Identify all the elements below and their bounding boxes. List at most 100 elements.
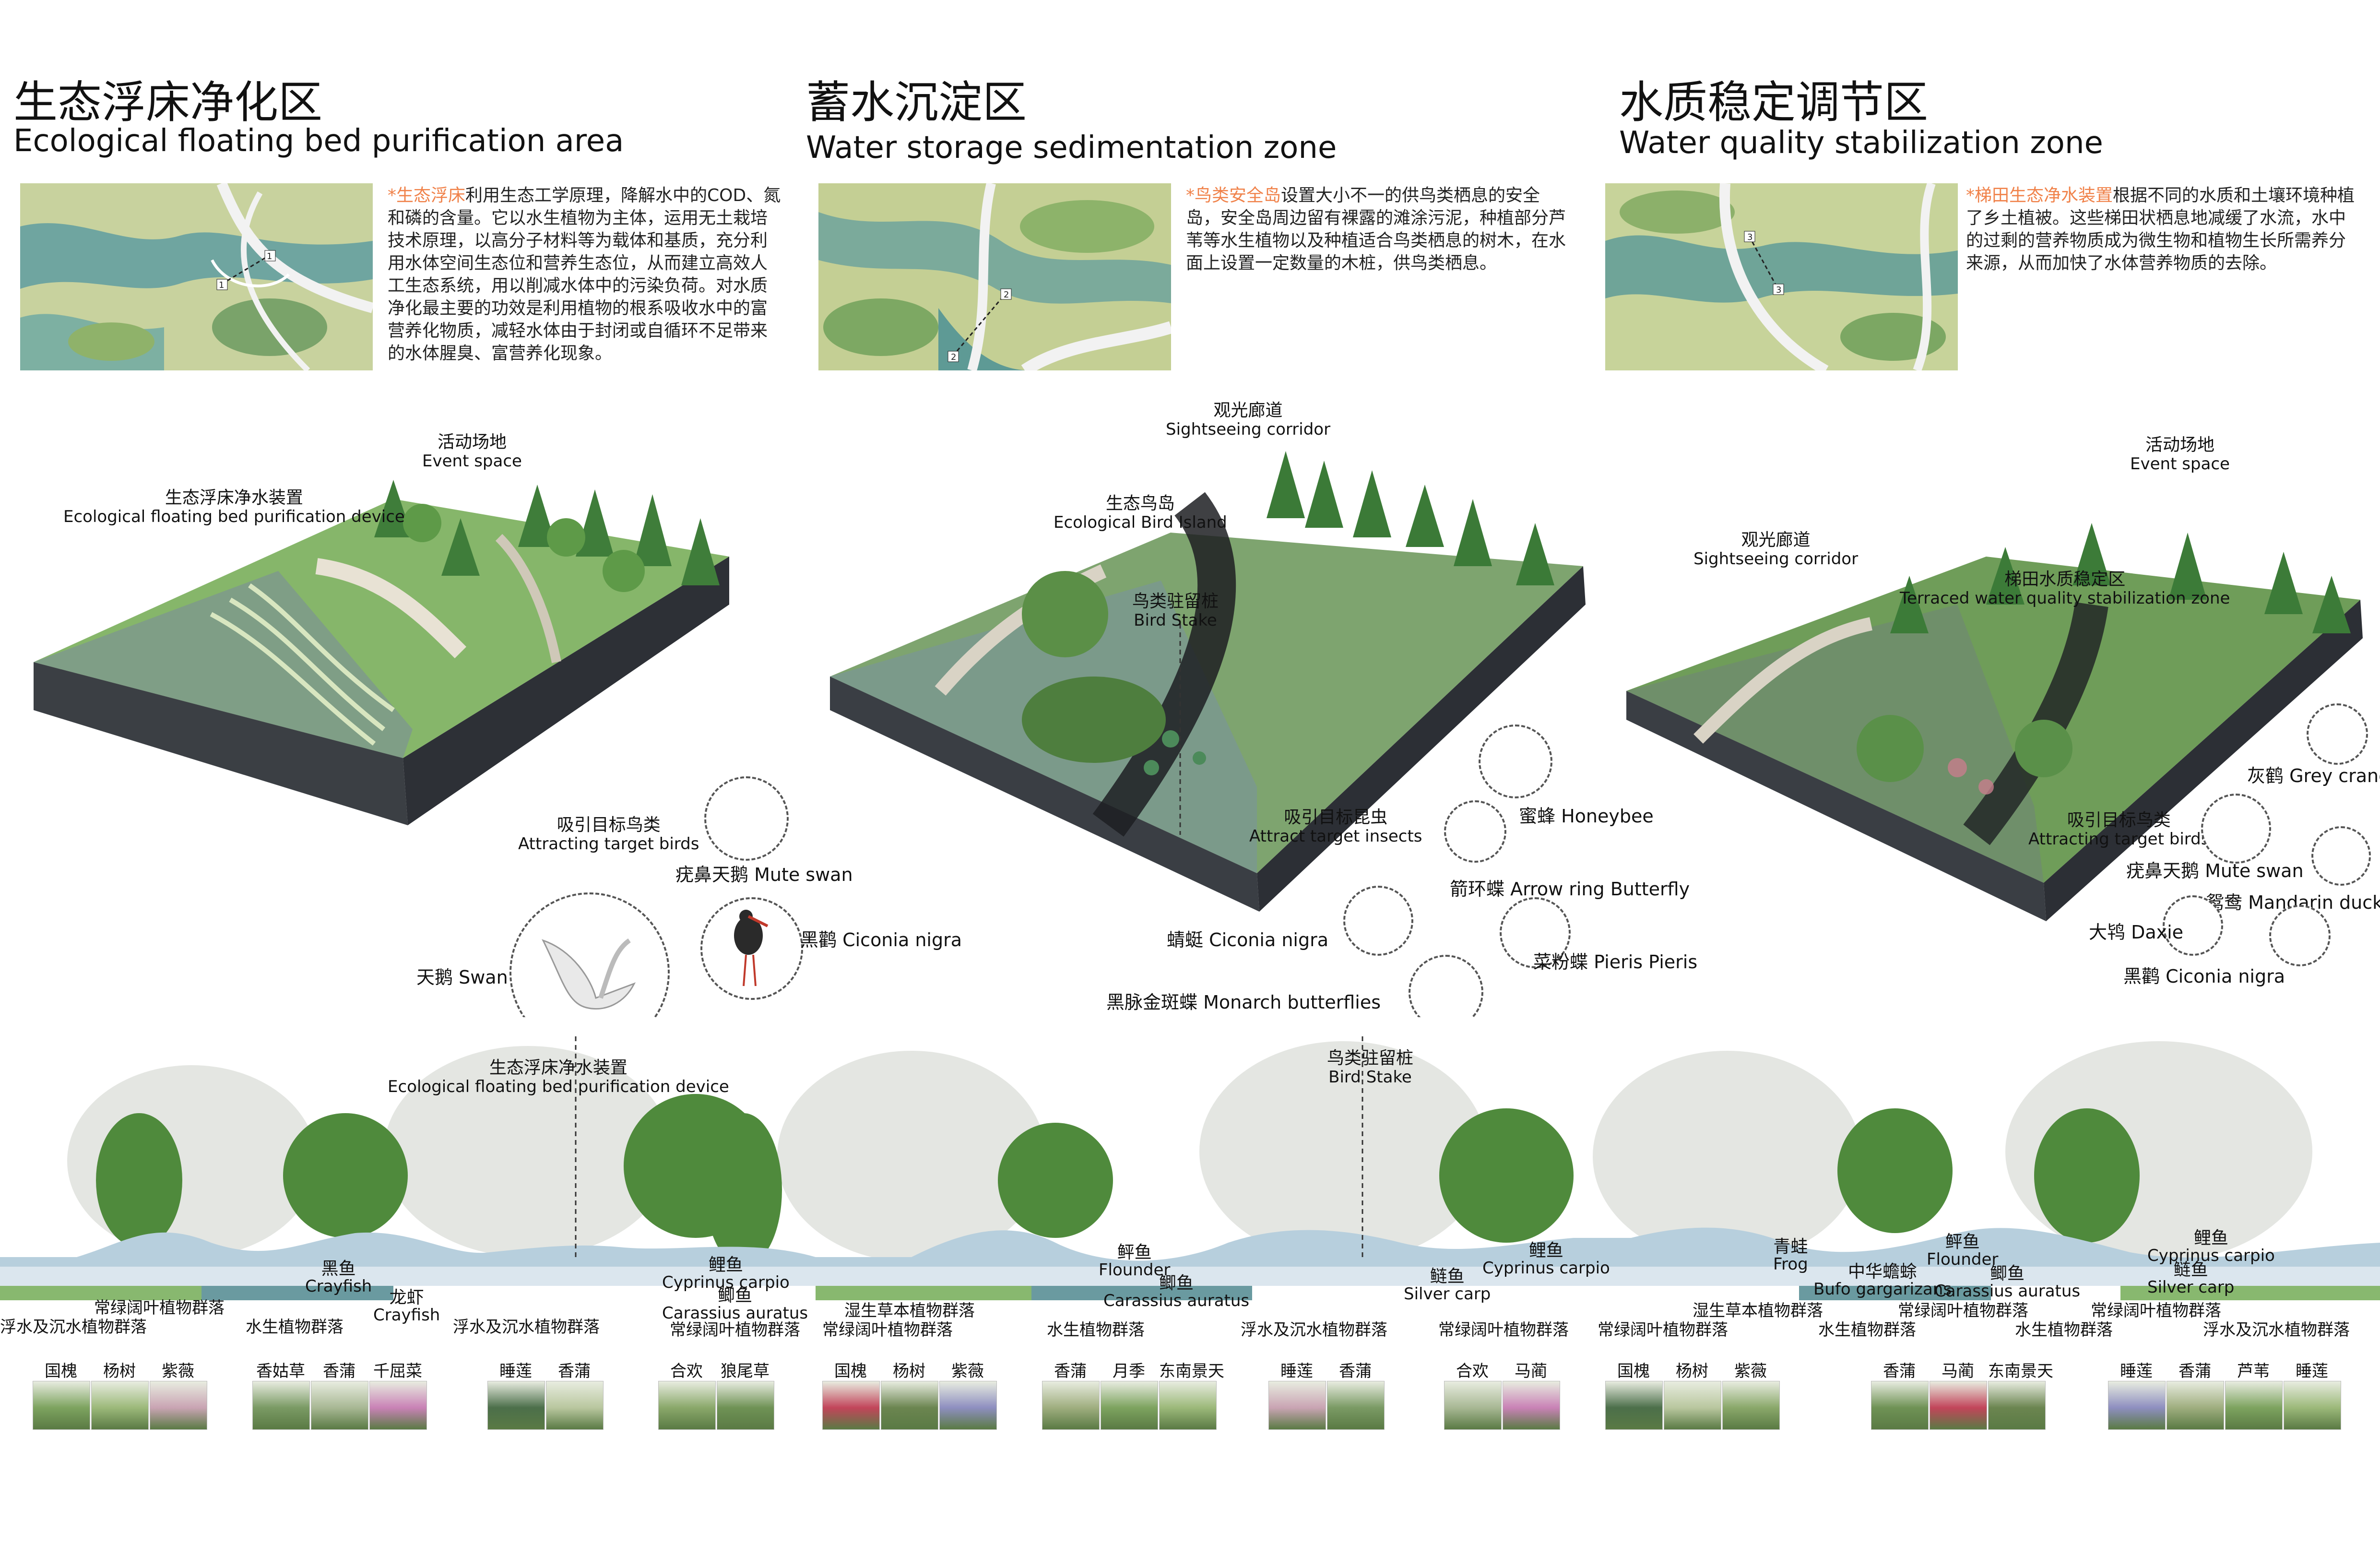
plant-name: 香蒲 (323, 1362, 355, 1381)
label-cn: 观光廊道 (1213, 401, 1283, 420)
label-en: Attract target insects (1249, 827, 1422, 846)
plant-photo (1605, 1381, 1663, 1430)
plant-photo (939, 1381, 997, 1430)
plant-name: 香蒲 (558, 1362, 591, 1381)
section-elevation (0, 1017, 2380, 1300)
pieris-label: 菜粉蝶 Pieris Pieris (1533, 951, 1698, 973)
zone3-site-map (1605, 183, 1958, 370)
swan-icon (542, 938, 636, 1010)
zone2-site-model (830, 451, 1586, 912)
plant-photo (1930, 1381, 1987, 1430)
zone3-map-marker: 3 (1776, 285, 1782, 295)
zone2-title-cn: 蓄水沉淀区 (806, 77, 1027, 128)
zone2-title-en: Water storage sedimentation zone (806, 130, 1337, 166)
zone3-description-text: 根据不同的水质和土壤环境种植了乡土植被。这些梯田状栖息地减缓了水流，水中的过剩的… (1966, 186, 2355, 273)
ciconia-label-2: 黑鹳 Ciconia nigra (2123, 966, 2285, 987)
zone2-site-map (818, 183, 1171, 370)
label-en: Terraced water quality stabilization zon… (1900, 589, 2230, 608)
z2-target-insects-label: 吸引目标昆虫 Attract target insects (1249, 808, 1422, 845)
grey-crane-label: 灰鹤 Grey crane (2247, 765, 2380, 786)
z3-terrace-label: 梯田水质稳定区 Terraced water quality stabiliza… (1900, 570, 2230, 607)
plant-photo (1159, 1381, 1217, 1430)
section-bird-stake-label: 鸟类驻留桩 Bird Stake (1327, 1048, 1414, 1086)
swan-label: 天鹅 Swan (416, 967, 508, 988)
label-en: Ecological Bird Island (1054, 513, 1227, 533)
label-en: Sightseeing corridor (1166, 420, 1331, 439)
label-cn: 吸引目标鸟类 (557, 815, 661, 835)
label-cn: 生态浮床净水装置 (489, 1058, 628, 1078)
plant-name: 国槐 (834, 1362, 867, 1381)
zone3-description-highlight: *梯田生态净水装置 (1966, 186, 2113, 205)
label-cn: 吸引目标昆虫 (1284, 808, 1388, 827)
ciconia-icon (734, 910, 769, 986)
plant-name: 杨树 (1676, 1362, 1708, 1381)
label-cn: 鸟类驻留桩 (1132, 592, 1219, 611)
plant-photo (1101, 1381, 1158, 1430)
label-cn: 鸟类驻留桩 (1327, 1048, 1414, 1068)
plant-name: 紫薇 (162, 1362, 194, 1381)
community-label: 常绿阔叶植物群落 (1598, 1320, 1728, 1340)
plant-name: 东南景天 (1159, 1362, 1224, 1381)
community-label: 水生植物群落 (1047, 1320, 1145, 1340)
label-en: Ecological floating bed purification dev… (388, 1077, 729, 1097)
zone1-title-cn: 生态浮床净化区 (13, 77, 323, 128)
z3-corridor-label: 观光廊道 Sightseeing corridor (1693, 530, 1858, 568)
zone1-map-marker: 1 (219, 280, 225, 290)
pieris-circle (1500, 897, 1571, 968)
community-label: 水生植物群落 (2015, 1320, 2113, 1340)
plant-photo (311, 1381, 368, 1430)
arrow-butterfly-circle (1444, 800, 1506, 863)
zone3-site-model (1626, 523, 2363, 921)
plant-photo (1664, 1381, 1721, 1430)
plant-photo (1327, 1381, 1385, 1430)
label-en: Ecological floating bed purification dev… (63, 507, 405, 527)
zone1-description: *生态浮床利用生态工学原理，降解水中的COD、氮和磷的含量。它以水生植物为主体，… (388, 184, 781, 365)
plant-photo (2225, 1381, 2283, 1430)
label-cn: 活动场地 (437, 432, 507, 452)
plant-name: 香蒲 (2179, 1362, 2211, 1381)
honeybee-circle (1479, 724, 1552, 798)
plant-photo (487, 1381, 545, 1430)
community-label: 常绿阔叶植物群落 (94, 1298, 225, 1318)
label-en: Event space (2130, 454, 2230, 474)
community-label: 浮水及沉水植物群落 (453, 1318, 600, 1337)
arrow-butterfly-label: 箭环蝶 Arrow ring Butterfly (1450, 879, 1690, 900)
zone1-site-map (20, 183, 373, 370)
zone1-site-model (34, 480, 729, 825)
label-en: Event space (422, 451, 522, 471)
community-label: 水生植物群落 (1818, 1320, 1916, 1340)
zone3-map-marker: 3 (1747, 232, 1753, 242)
dragonfly-circle (1343, 886, 1413, 956)
zone2-map-marker: 2 (1004, 290, 1009, 300)
plant-name: 国槐 (45, 1362, 77, 1381)
plant-photo (1988, 1381, 2046, 1430)
label-cn: 梯田水质稳定区 (2004, 570, 2126, 589)
plant-name: 合欢 (670, 1362, 703, 1381)
plant-photo (91, 1381, 149, 1430)
zone2-description-text: 设置大小不一的供鸟类栖息的安全岛，安全岛周边留有裸露的滩涂污泥，种植部分芦苇等水… (1186, 186, 1566, 273)
plant-name: 睡莲 (2120, 1362, 2153, 1381)
plant-photo (658, 1381, 716, 1430)
plant-name: 杨树 (103, 1362, 136, 1381)
community-label: 常绿阔叶植物群落 (670, 1320, 800, 1340)
plant-photo (1042, 1381, 1100, 1430)
z3-event-space-label: 活动场地 Event space (2130, 435, 2230, 474)
zone3-title-cn: 水质稳定调节区 (1619, 77, 1929, 128)
plant-photo (2284, 1381, 2341, 1430)
plant-name: 马蔺 (1515, 1362, 1547, 1381)
mute-swan-label-2: 疣鼻天鹅 Mute swan (2126, 860, 2304, 881)
zone3-description: *梯田生态净水装置根据不同的水质和土壤环境种植了乡土植被。这些梯田状栖息地减缓了… (1966, 184, 2359, 274)
plant-photo (2108, 1381, 2166, 1430)
community-label: 浮水及沉水植物群落 (1241, 1320, 1387, 1340)
plant-photo (2167, 1381, 2224, 1430)
ciconia-label: 黑鹳 Ciconia nigra (800, 929, 962, 950)
plant-name: 香蒲 (1883, 1362, 1916, 1381)
